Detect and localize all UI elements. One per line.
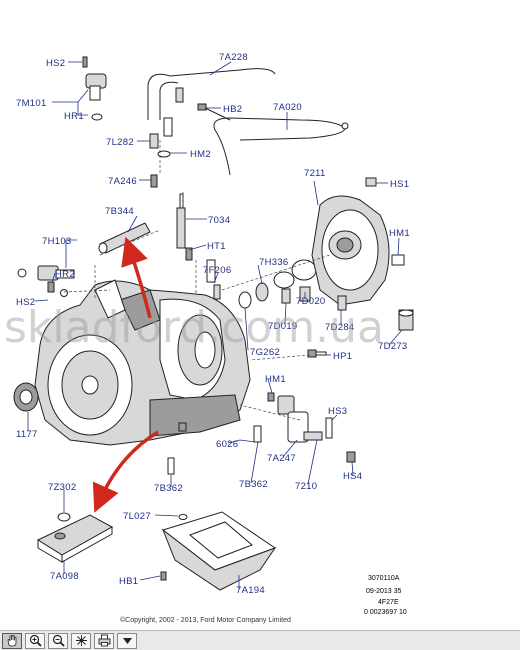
viewer-toolbar (0, 630, 520, 650)
breather-tube-7a228-shape (147, 68, 276, 137)
callout-7l027: 7L027 (123, 511, 151, 522)
tube-7034-shape (176, 193, 193, 261)
callout-hr1: HR1 (64, 111, 84, 122)
callout-hm1-lower: HM1 (265, 374, 286, 385)
callout-hp1: HP1 (333, 351, 352, 362)
callout-hs1: HS1 (390, 179, 409, 190)
assembly-dash-lines (63, 140, 331, 421)
bolt-hp1-shape (307, 349, 327, 358)
callout-7b362-left: 7B362 (154, 483, 183, 494)
oil-pan-7a194-shape (160, 511, 277, 591)
callout-7d284: 7D284 (325, 322, 355, 333)
callout-7a228: 7A228 (219, 52, 248, 63)
sensor-7h103-shape (17, 265, 75, 297)
callout-7b344: 7B344 (105, 206, 134, 217)
transaxle-housing (34, 279, 251, 446)
zoom-out-icon (52, 634, 65, 647)
callout-hb1: HB1 (119, 576, 138, 587)
callout-7d019: 7D019 (268, 321, 298, 332)
callout-hs2-top: HS2 (46, 58, 65, 69)
reference-line-4: 0 0023697 10 (364, 609, 407, 616)
callout-7l282: 7L282 (106, 137, 134, 148)
callout-labels: HS2 7M101 HR1 7A228 HB2 7A020 7L282 HM2 … (16, 52, 410, 596)
reference-code-block: 3070110A 09-2013 35 4F27E 0 0023697 10 (364, 575, 407, 616)
callout-7210: 7210 (295, 481, 317, 492)
seal-1177-shape (13, 382, 39, 412)
watermark-text: skladford.com.ua (4, 302, 384, 353)
sensor-7a247-shape (267, 392, 356, 463)
callout-ht1: HT1 (207, 241, 226, 252)
reference-line-1: 3070110A (368, 575, 400, 582)
callout-7f206: 7F206 (203, 265, 231, 276)
zoom-in-button[interactable] (25, 632, 45, 649)
callout-7z302: 7Z302 (48, 482, 76, 493)
callout-7h336: 7H336 (259, 257, 289, 268)
callout-hb2: HB2 (223, 104, 242, 115)
menu-dropdown-button[interactable] (117, 632, 137, 649)
cooler-fittings-shape (149, 133, 171, 188)
print-button[interactable] (94, 632, 114, 649)
callout-7d273: 7D273 (378, 341, 408, 352)
callout-hs3: HS3 (328, 406, 347, 417)
valve-7f206-shape (206, 259, 221, 300)
callout-hs2-left: HS2 (16, 297, 35, 308)
callout-hs4: HS4 (343, 471, 362, 482)
callout-7h103: 7H103 (42, 236, 72, 247)
leader-lines (27, 61, 403, 589)
dowels-shape (167, 422, 262, 475)
damper-7d273-shape (337, 295, 414, 331)
callout-6026: 6026 (216, 439, 238, 450)
dipstick-7a020-shape (197, 103, 349, 176)
fit-view-icon (75, 635, 87, 646)
callout-hm1-right: HM1 (389, 228, 410, 239)
print-icon (98, 634, 110, 647)
callout-7b362-right: 7B362 (239, 479, 268, 490)
callout-7a247: 7A247 (267, 453, 296, 464)
callout-7a020: 7A020 (273, 102, 302, 113)
red-direction-arrows (92, 236, 159, 513)
zoom-in-icon (29, 634, 42, 647)
callout-7211: 7211 (304, 168, 326, 179)
pan-tool-button[interactable] (2, 632, 22, 649)
callout-7a246: 7A246 (108, 176, 137, 187)
exploded-parts-diagram: HS2 7M101 HR1 7A228 HB2 7A020 7L282 HM2 … (4, 52, 414, 624)
reference-line-3: 4F27E (378, 599, 399, 606)
reference-line-2: 09-2013 35 (366, 588, 402, 595)
callout-7m101: 7M101 (16, 98, 47, 109)
callout-7g262: 7G262 (250, 347, 280, 358)
callout-7a194: 7A194 (236, 585, 265, 596)
hand-icon (7, 635, 16, 647)
callout-7a098: 7A098 (50, 571, 79, 582)
callout-hm2: HM2 (190, 149, 211, 160)
callout-hr2: HR2 (55, 269, 75, 280)
fit-view-button[interactable] (71, 632, 91, 649)
oil-filter-7a098-shape (36, 512, 114, 563)
callout-7d020: 7D020 (296, 296, 326, 307)
callout-1177: 1177 (16, 429, 38, 440)
chevron-down-icon (122, 638, 132, 644)
extension-housing-7211-shape (311, 177, 405, 306)
callout-7034: 7034 (208, 215, 230, 226)
tube-7b344-shape (98, 222, 151, 254)
copyright-text: ©Copyright, 2002 - 2013, Ford Motor Comp… (120, 616, 291, 624)
sensor-7m101-shape (82, 56, 107, 121)
zoom-out-button[interactable] (48, 632, 68, 649)
